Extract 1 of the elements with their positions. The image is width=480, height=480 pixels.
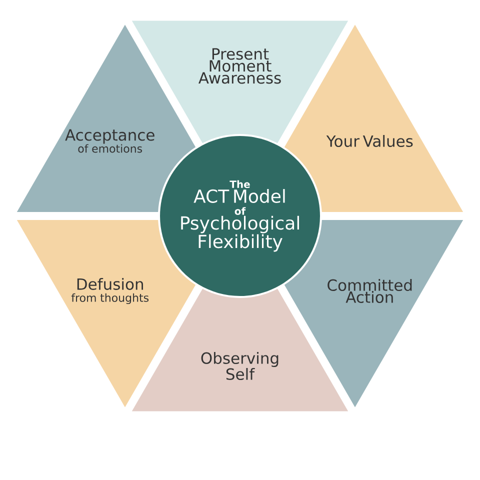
triangle-segment: Your Values (284, 24, 464, 212)
